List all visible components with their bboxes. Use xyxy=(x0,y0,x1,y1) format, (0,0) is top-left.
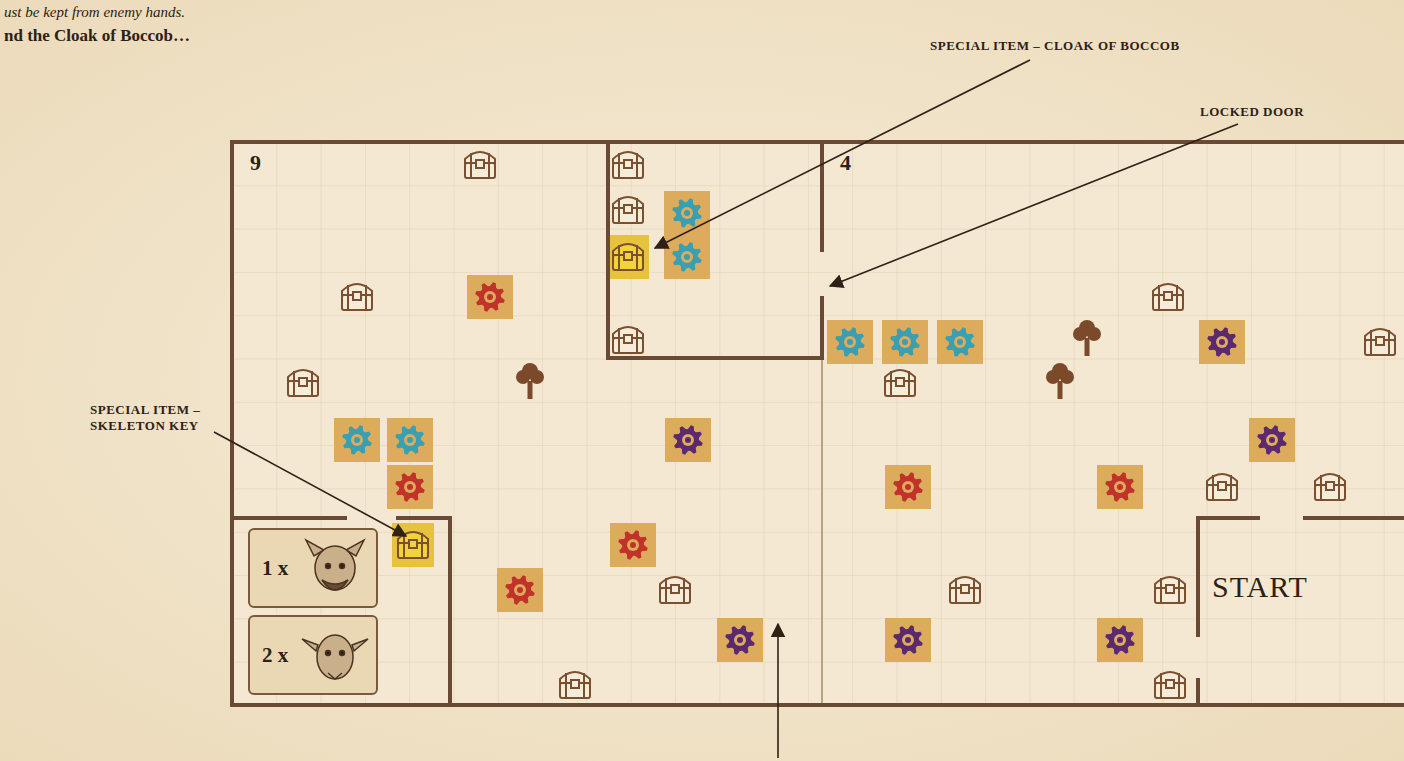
start-label: START xyxy=(1212,570,1382,604)
trap-gear xyxy=(618,530,647,559)
trap-gear xyxy=(342,425,371,454)
trap-gear xyxy=(475,282,504,311)
trap-cell xyxy=(665,418,711,462)
treasure-chest xyxy=(885,370,915,396)
treasure-chest xyxy=(1153,284,1183,310)
special-cell xyxy=(392,523,434,567)
callout-label: SPECIAL ITEM – SKELETON KEY xyxy=(90,402,210,434)
trap-gear xyxy=(893,472,922,501)
treasure-chest xyxy=(1155,672,1185,698)
trap-cell xyxy=(1249,418,1295,462)
trap-gear xyxy=(1257,425,1286,454)
map-floor xyxy=(232,142,1404,705)
map-grid xyxy=(232,142,1404,705)
trap-cell xyxy=(610,523,656,567)
trap-cell xyxy=(827,320,873,364)
trap-cell xyxy=(334,418,380,462)
trap-cell xyxy=(1097,618,1143,662)
trap-cell xyxy=(717,618,763,662)
trap-gear xyxy=(505,575,534,604)
walls xyxy=(232,142,1404,705)
trap-gear xyxy=(893,625,922,654)
trap-gear xyxy=(725,625,754,654)
trap-gear xyxy=(890,327,919,356)
treasure-chest xyxy=(1207,474,1237,500)
tree xyxy=(516,363,544,399)
treasure-chest xyxy=(465,152,495,178)
tree xyxy=(1073,320,1101,356)
monster-card: 2 x xyxy=(248,615,378,695)
treasure-chest xyxy=(613,327,643,353)
intro-text: nd the Cloak of Boccob… xyxy=(4,26,304,46)
room-number: 4 xyxy=(822,142,851,176)
monster-count: 1 x xyxy=(262,556,288,581)
trap-cell xyxy=(387,465,433,509)
trap-cell xyxy=(387,418,433,462)
trap-cell xyxy=(885,465,931,509)
trap-gear xyxy=(1105,625,1134,654)
leader-arrow xyxy=(214,432,406,536)
treasure-chest xyxy=(1155,577,1185,603)
trap-cell xyxy=(882,320,928,364)
trap-gear xyxy=(673,425,702,454)
treasure-chest xyxy=(660,577,690,603)
special-chest xyxy=(398,532,428,558)
monster-portrait xyxy=(300,534,370,604)
leader-arrow xyxy=(777,624,779,758)
trap-cell xyxy=(885,618,931,662)
room-number: 9 xyxy=(232,142,261,176)
special-cell xyxy=(607,235,649,279)
treasure-chest xyxy=(288,370,318,396)
treasure-chest xyxy=(613,152,643,178)
trap-cell xyxy=(1199,320,1245,364)
treasure-chest xyxy=(950,577,980,603)
trap-gear xyxy=(1207,327,1236,356)
trap-gear xyxy=(395,472,424,501)
trap-gear xyxy=(672,242,701,271)
callout-label: SPECIAL ITEM – CLOAK OF BOCCOB xyxy=(930,38,1230,54)
monster-card: 1 x xyxy=(248,528,378,608)
special-chest xyxy=(613,244,643,270)
trap-cell xyxy=(497,568,543,612)
room-area: 91 x2 x xyxy=(232,142,608,518)
trap-gear xyxy=(395,425,424,454)
trap-cell xyxy=(937,320,983,364)
trap-gear xyxy=(945,327,974,356)
trap-cell xyxy=(664,191,710,235)
treasure-chest xyxy=(560,672,590,698)
trap-gear xyxy=(672,198,701,227)
monster-count: 2 x xyxy=(262,643,288,668)
trap-gear xyxy=(835,327,864,356)
callout-label: LOCKED DOOR xyxy=(1200,104,1380,120)
monster-portrait xyxy=(300,621,370,691)
treasure-chest xyxy=(342,284,372,310)
treasure-chest xyxy=(1315,474,1345,500)
treasure-chest xyxy=(613,197,643,223)
trap-cell xyxy=(1097,465,1143,509)
room-area: 4 xyxy=(822,142,1198,342)
treasure-chest xyxy=(1365,329,1395,355)
trap-cell xyxy=(664,235,710,279)
intro-text: ust be kept from enemy hands. xyxy=(4,4,304,21)
trap-cell xyxy=(467,275,513,319)
leader-arrow xyxy=(655,60,1030,248)
leader-arrow xyxy=(830,124,1238,286)
trap-gear xyxy=(1105,472,1134,501)
tree xyxy=(1046,363,1074,399)
